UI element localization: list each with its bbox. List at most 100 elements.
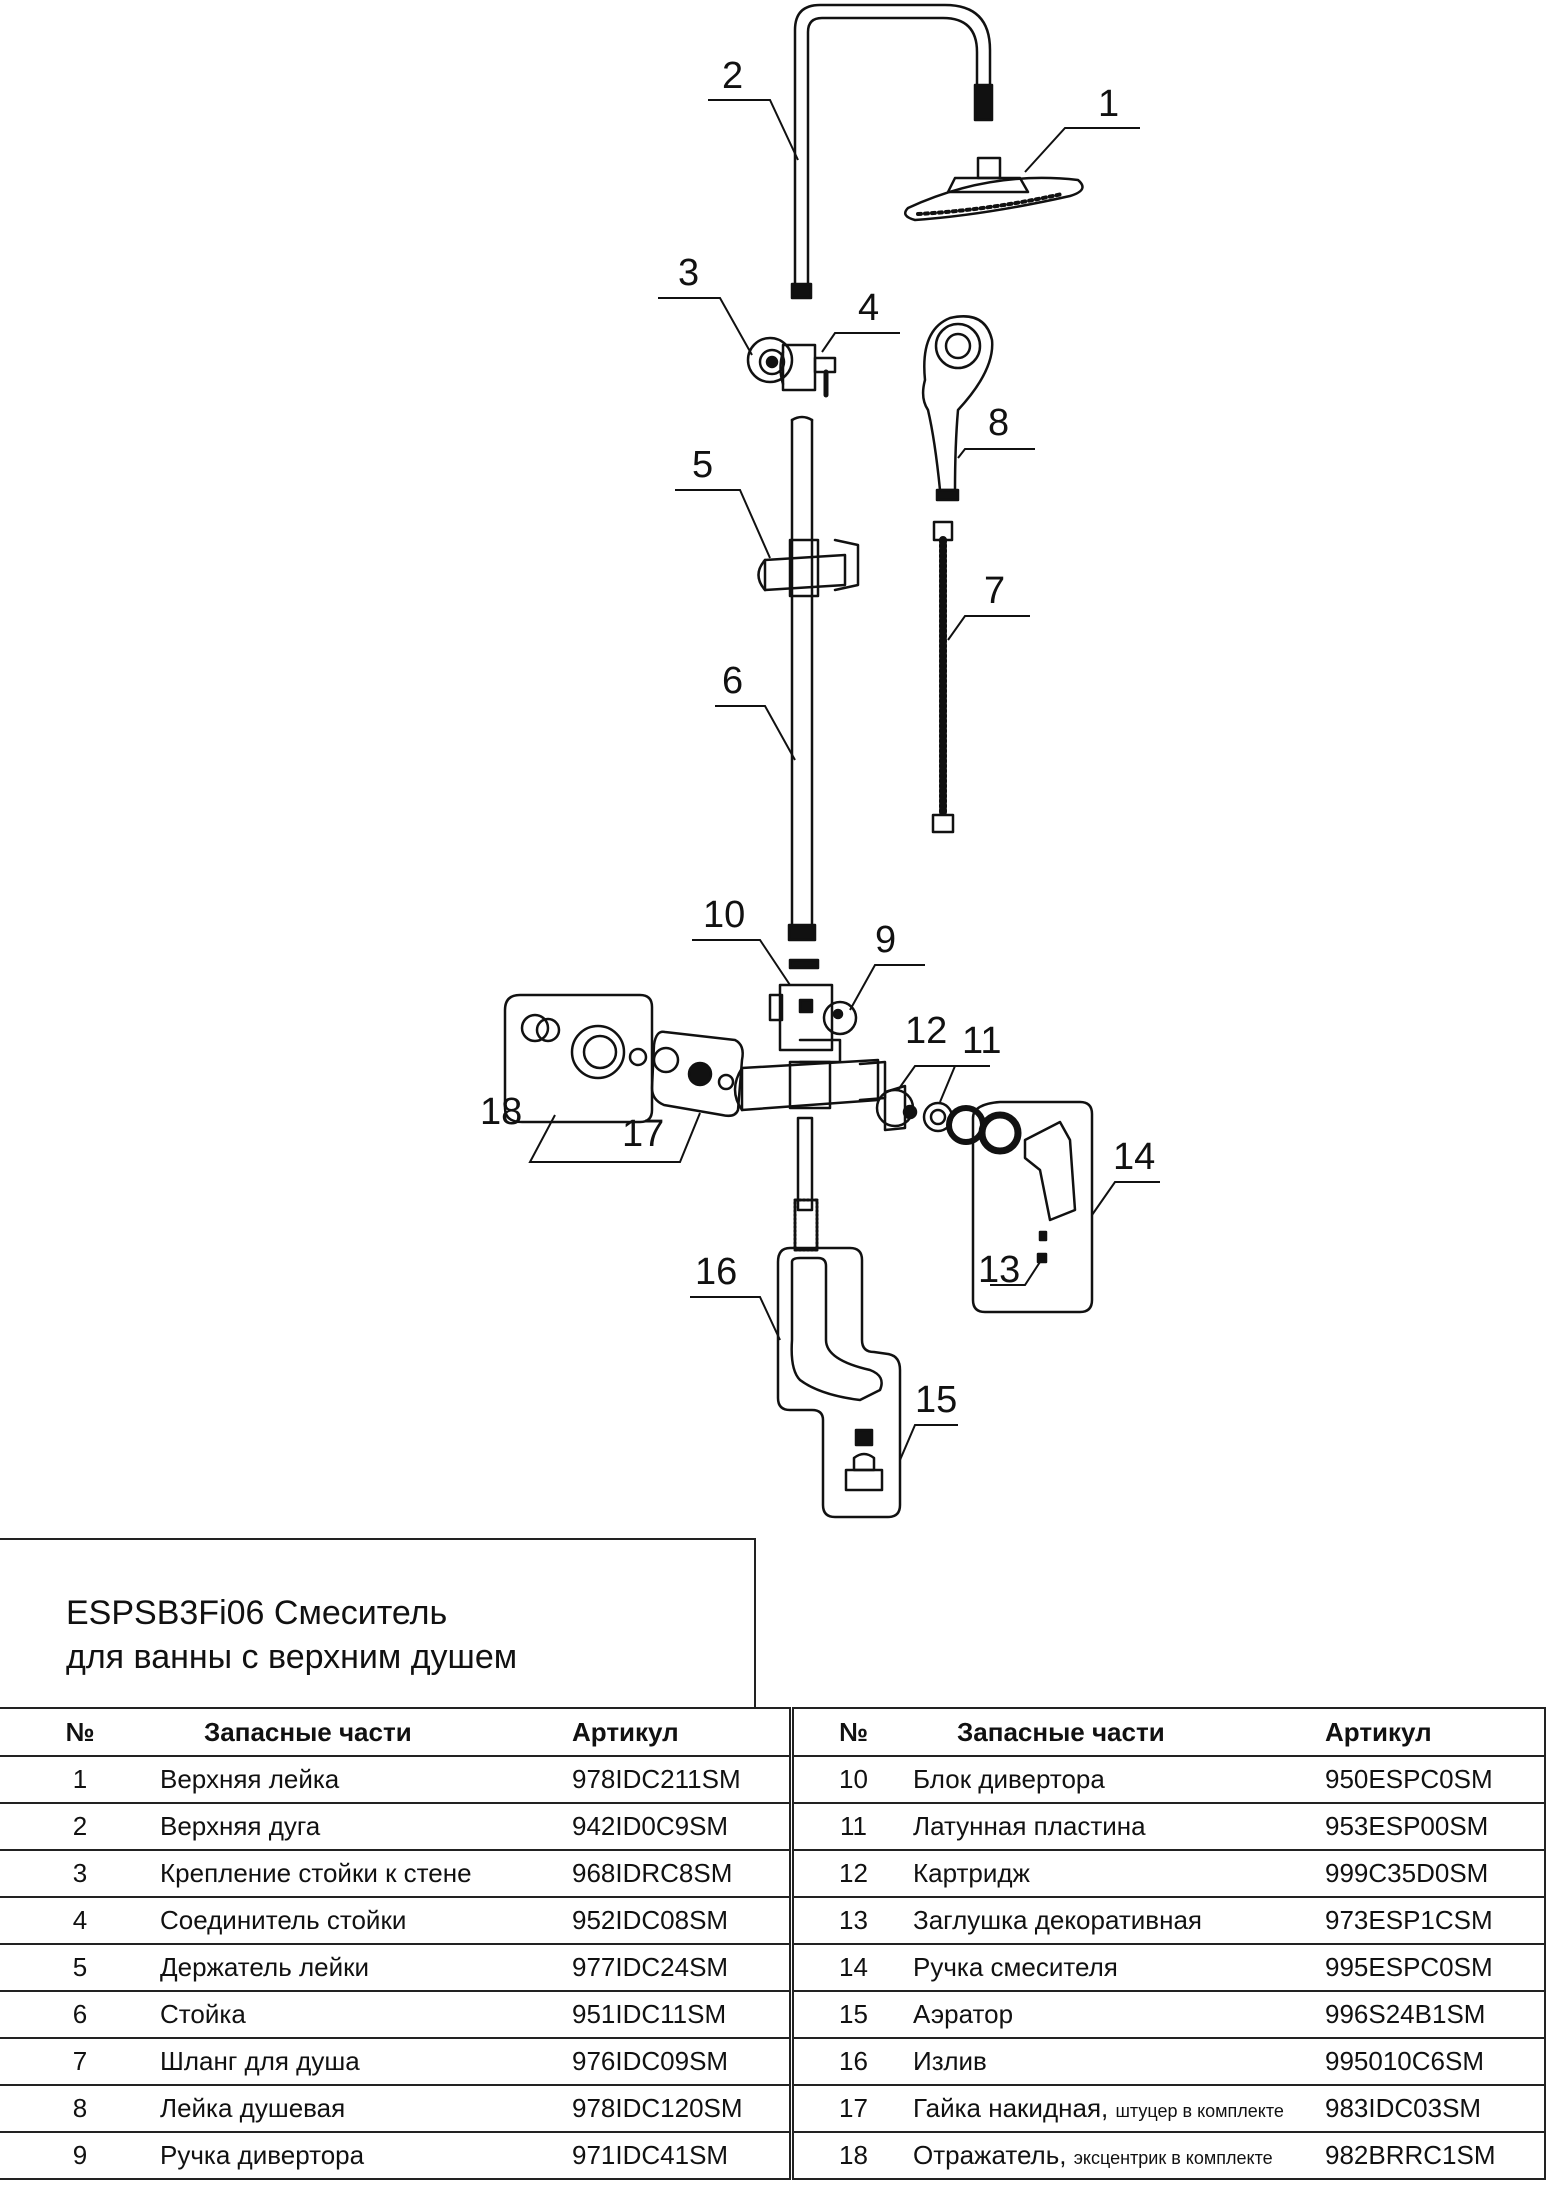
group-box-union-nut <box>650 1030 744 1118</box>
callout-16: 16 <box>695 1251 737 1293</box>
part-number: 13 <box>793 1896 913 1945</box>
callout-15: 15 <box>915 1379 957 1421</box>
part-number: 5 <box>0 1943 160 1992</box>
part-name: Лейка душевая <box>160 2093 346 2123</box>
part-name: Аэратор <box>913 1999 1014 2029</box>
product-title-line2: для ванны с верхним душем <box>66 1638 518 1676</box>
callout-11: 11 <box>962 1020 1001 1062</box>
header-name: Запасные части <box>913 1707 1325 1757</box>
part-number: 17 <box>793 2084 913 2133</box>
callout-8: 8 <box>988 402 1009 444</box>
leader-lines <box>528 99 1160 1461</box>
part-name: Излив <box>913 2046 987 2076</box>
part-name-cell: Ручка дивертора <box>160 2131 572 2180</box>
part-number: 2 <box>0 1802 160 1851</box>
part-name: Соединитель стойки <box>160 1905 407 1935</box>
part-name: Держатель лейки <box>160 1952 370 1982</box>
part-rail-connector <box>779 343 837 398</box>
exploded-parts-diagram: 1 2 3 4 5 6 7 8 9 10 11 12 13 14 15 16 1… <box>480 3 1160 1519</box>
header-name: Запасные части <box>160 1707 572 1757</box>
part-article: 953ESP00SM <box>1325 1802 1545 1851</box>
callout-17: 17 <box>622 1113 664 1155</box>
callout-numbers: 1 2 3 4 5 6 7 8 9 10 11 12 13 14 15 16 1… <box>480 55 1155 1421</box>
part-article: 999C35D0SM <box>1325 1849 1545 1898</box>
part-article: 942ID0C9SM <box>572 1802 790 1851</box>
part-name-cell: Верхняя лейка <box>160 1755 572 1804</box>
header-num: № <box>0 1707 160 1757</box>
part-name-cell: Стойка <box>160 1990 572 2039</box>
callout-7: 7 <box>984 570 1005 612</box>
part-article: 952IDC08SM <box>572 1896 790 1945</box>
part-upper-arm <box>790 3 994 300</box>
part-article: 973ESP1CSM <box>1325 1896 1545 1945</box>
part-spout <box>790 1256 883 1402</box>
callout-12: 12 <box>905 1010 947 1052</box>
part-reflector <box>520 1013 648 1080</box>
part-name: Верхняя дуга <box>160 1811 321 1841</box>
part-number: 18 <box>793 2131 913 2180</box>
part-lower-stem <box>793 1116 819 1252</box>
part-article: 976IDC09SM <box>572 2037 790 2086</box>
callout-14: 14 <box>1113 1136 1155 1178</box>
part-name-cell: Блок дивертора <box>913 1755 1325 1804</box>
part-name-cell: Верхняя дуга <box>160 1802 572 1851</box>
part-number: 8 <box>0 2084 160 2133</box>
part-name-cell: Соединитель стойки <box>160 1896 572 1945</box>
table-header-row: № Запасные части Артикул <box>0 1707 790 1757</box>
part-name: Ручка смесителя <box>913 1952 1118 1982</box>
part-name-cell: Крепление стойки к стене <box>160 1849 572 1898</box>
part-shower-hose <box>931 520 955 834</box>
part-number: 14 <box>793 1943 913 1992</box>
part-name: Отражатель, <box>913 2140 1067 2170</box>
callout-1: 1 <box>1098 83 1119 125</box>
part-article: 983IDC03SM <box>1325 2084 1545 2133</box>
part-article: 982BRRC1SM <box>1325 2131 1545 2180</box>
part-name-cell: Ручка смесителя <box>913 1943 1325 1992</box>
header-article: Артикул <box>572 1707 790 1757</box>
header-article: Артикул <box>1325 1707 1545 1757</box>
part-name: Стойка <box>160 1999 246 2029</box>
part-decorative-cap <box>1036 1230 1048 1264</box>
callout-10: 10 <box>703 894 745 936</box>
part-number: 7 <box>0 2037 160 2086</box>
part-name-cell: Гайка накидная, штуцер в комплекте <box>913 2084 1325 2133</box>
callout-5: 5 <box>692 444 713 486</box>
part-name: Шланг для душа <box>160 2046 360 2076</box>
callout-6: 6 <box>722 660 743 702</box>
callout-2: 2 <box>722 55 743 97</box>
part-name: Картридж <box>913 1858 1030 1888</box>
part-diverter-knob <box>822 1000 858 1036</box>
part-note: эксцентрик в комплекте <box>1073 2148 1273 2168</box>
table-header-row: № Запасные части Артикул <box>793 1707 1545 1757</box>
part-article: 978IDC211SM <box>572 1755 790 1804</box>
part-name: Заглушка декоративная <box>913 1905 1202 1935</box>
part-name-cell: Аэратор <box>913 1990 1325 2039</box>
part-name-cell: Картридж <box>913 1849 1325 1898</box>
part-name-cell: Держатель лейки <box>160 1943 572 1992</box>
part-article: 996S24B1SM <box>1325 1990 1545 2039</box>
callout-3: 3 <box>678 252 699 294</box>
part-name-cell: Латунная пластина <box>913 1802 1325 1851</box>
product-title-line1: ESPSB3Fi06 Смеситель <box>66 1594 448 1632</box>
part-slide-rail <box>787 415 817 942</box>
part-number: 16 <box>793 2037 913 2086</box>
part-name: Блок дивертора <box>913 1764 1105 1794</box>
part-name: Латунная пластина <box>913 1811 1146 1841</box>
part-hand-shower <box>921 315 994 502</box>
part-article: 951IDC11SM <box>572 1990 790 2039</box>
part-number: 10 <box>793 1755 913 1804</box>
